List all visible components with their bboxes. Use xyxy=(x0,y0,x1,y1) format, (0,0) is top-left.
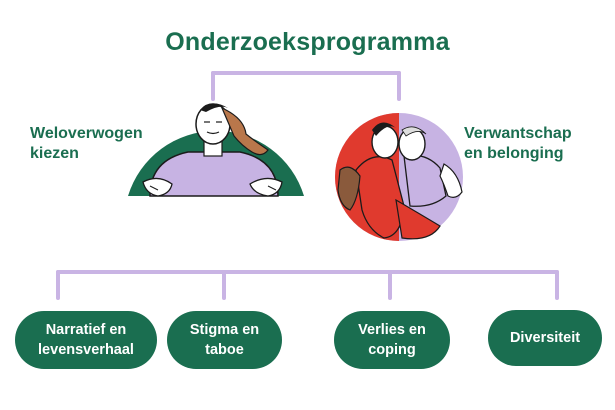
topic-label-line: Diversiteit xyxy=(509,330,581,346)
branch-label-line: en belonging xyxy=(464,145,564,162)
topic-pill-verlies[interactable]: Verlies en coping xyxy=(334,311,450,369)
topic-label-line: Stigma en xyxy=(189,322,260,338)
topic-label-line: coping xyxy=(368,342,416,358)
topic-pill-narratief[interactable]: Narratief en levensverhaal xyxy=(15,311,157,369)
page-title: Onderzoeksprogramma xyxy=(165,28,450,56)
topic-label-line: Narratief en xyxy=(45,322,127,338)
branch-label-line: kiezen xyxy=(30,145,79,162)
topic-label-line: Verlies en xyxy=(358,322,426,338)
branch-label-line: Weloverwogen xyxy=(30,125,143,142)
topic-label-line: taboe xyxy=(205,342,244,358)
couple-illustration xyxy=(335,113,463,241)
person-illustration xyxy=(128,103,304,197)
branch-label-weloverwogen: Weloverwogen kiezen xyxy=(30,124,143,164)
topic-pill-stigma[interactable]: Stigma en taboe xyxy=(167,311,282,369)
topic-label-line: levensverhaal xyxy=(38,342,134,358)
branch-label-line: Verwantschap xyxy=(464,125,572,142)
topic-pill-diversiteit[interactable]: Diversiteit xyxy=(488,310,602,366)
branch-label-verwantschap: Verwantschap en belonging xyxy=(464,124,572,164)
